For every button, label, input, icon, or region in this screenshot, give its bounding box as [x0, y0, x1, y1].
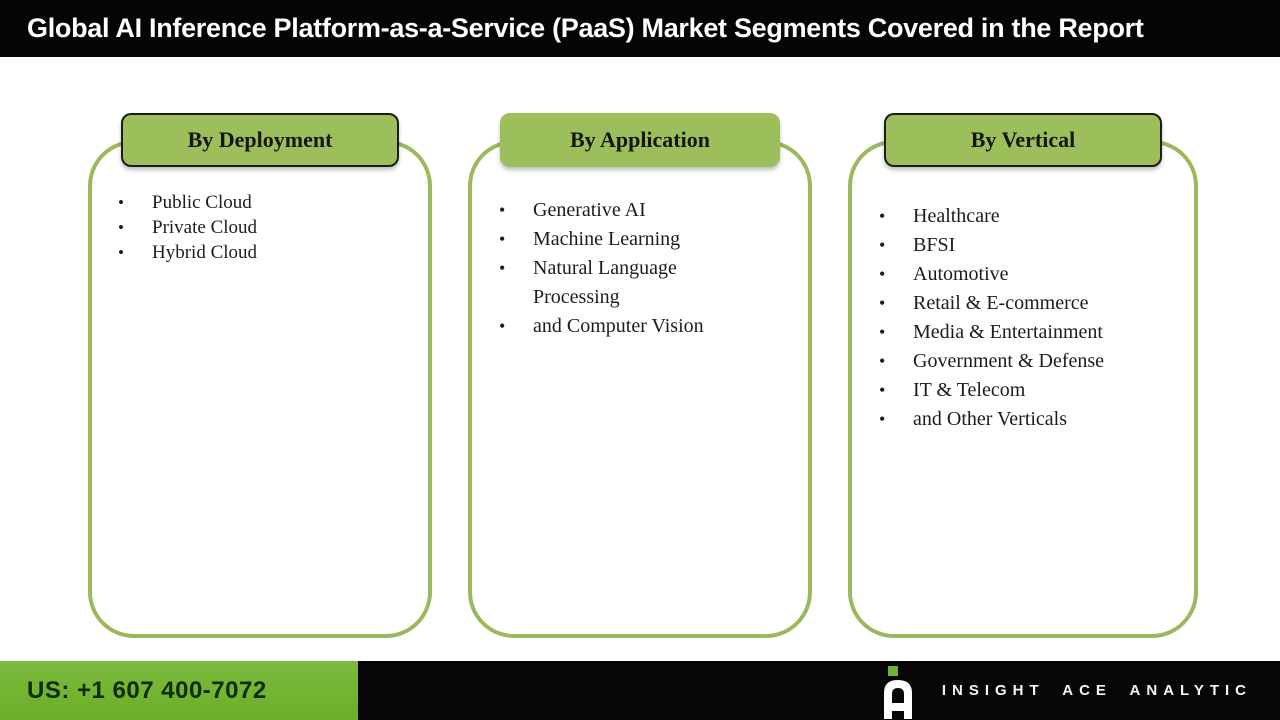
list-item: Media & Entertainment — [877, 318, 1184, 347]
list-item: Private Cloud — [116, 215, 418, 240]
list-item: Generative AI — [497, 196, 749, 225]
list-item: Hybrid Cloud — [116, 240, 418, 265]
page-title: Global AI Inference Platform-as-a-Servic… — [27, 13, 1144, 43]
panel-header-by-application: By Application — [500, 113, 780, 167]
panel-by-deployment: By Deployment Public Cloud Private Cloud… — [88, 113, 432, 638]
panel-header-label: By Vertical — [970, 127, 1076, 152]
list-item: Machine Learning — [497, 225, 749, 254]
vertical-list: Healthcare BFSI Automotive Retail & E-co… — [852, 144, 1194, 434]
application-list: Generative AI Machine Learning Natural L… — [472, 144, 808, 341]
list-item: Healthcare — [877, 202, 1184, 231]
list-item: and Computer Vision — [497, 312, 749, 341]
brand-name: INSIGHT ACE ANALYTIC — [941, 682, 1252, 699]
list-item: Public Cloud — [116, 190, 418, 215]
segments-area: By Deployment Public Cloud Private Cloud… — [0, 57, 1280, 661]
title-bar: Global AI Inference Platform-as-a-Servic… — [0, 0, 1280, 57]
panel-header-by-deployment: By Deployment — [121, 113, 399, 167]
phone-number: US: +1 607 400-7072 — [27, 676, 267, 704]
list-item: Retail & E-commerce — [877, 289, 1184, 318]
list-item: BFSI — [877, 231, 1184, 260]
list-item: Natural Language Processing — [497, 254, 749, 312]
brand-block: INSIGHT ACE ANALYTIC — [880, 661, 1252, 720]
panel-header-label: By Application — [570, 127, 710, 152]
footer-bar: US: +1 607 400-7072 INSIGHT ACE ANALYTIC — [0, 661, 1280, 720]
list-item: and Other Verticals — [877, 405, 1184, 434]
list-item: Government & Defense — [877, 347, 1184, 376]
insight-ace-analytic-logo-icon — [883, 665, 912, 719]
panel-header-by-vertical: By Vertical — [884, 113, 1162, 167]
deployment-list: Public Cloud Private Cloud Hybrid Cloud — [92, 144, 428, 265]
list-item: IT & Telecom — [877, 376, 1184, 405]
panel-header-label: By Deployment — [187, 127, 333, 152]
list-item: Automotive — [877, 260, 1184, 289]
panel-by-application: By Application Generative AI Machine Lea… — [468, 113, 812, 638]
phone-box: US: +1 607 400-7072 — [0, 661, 358, 720]
panel-by-vertical: By Vertical Healthcare BFSI Automotive R… — [848, 113, 1198, 638]
